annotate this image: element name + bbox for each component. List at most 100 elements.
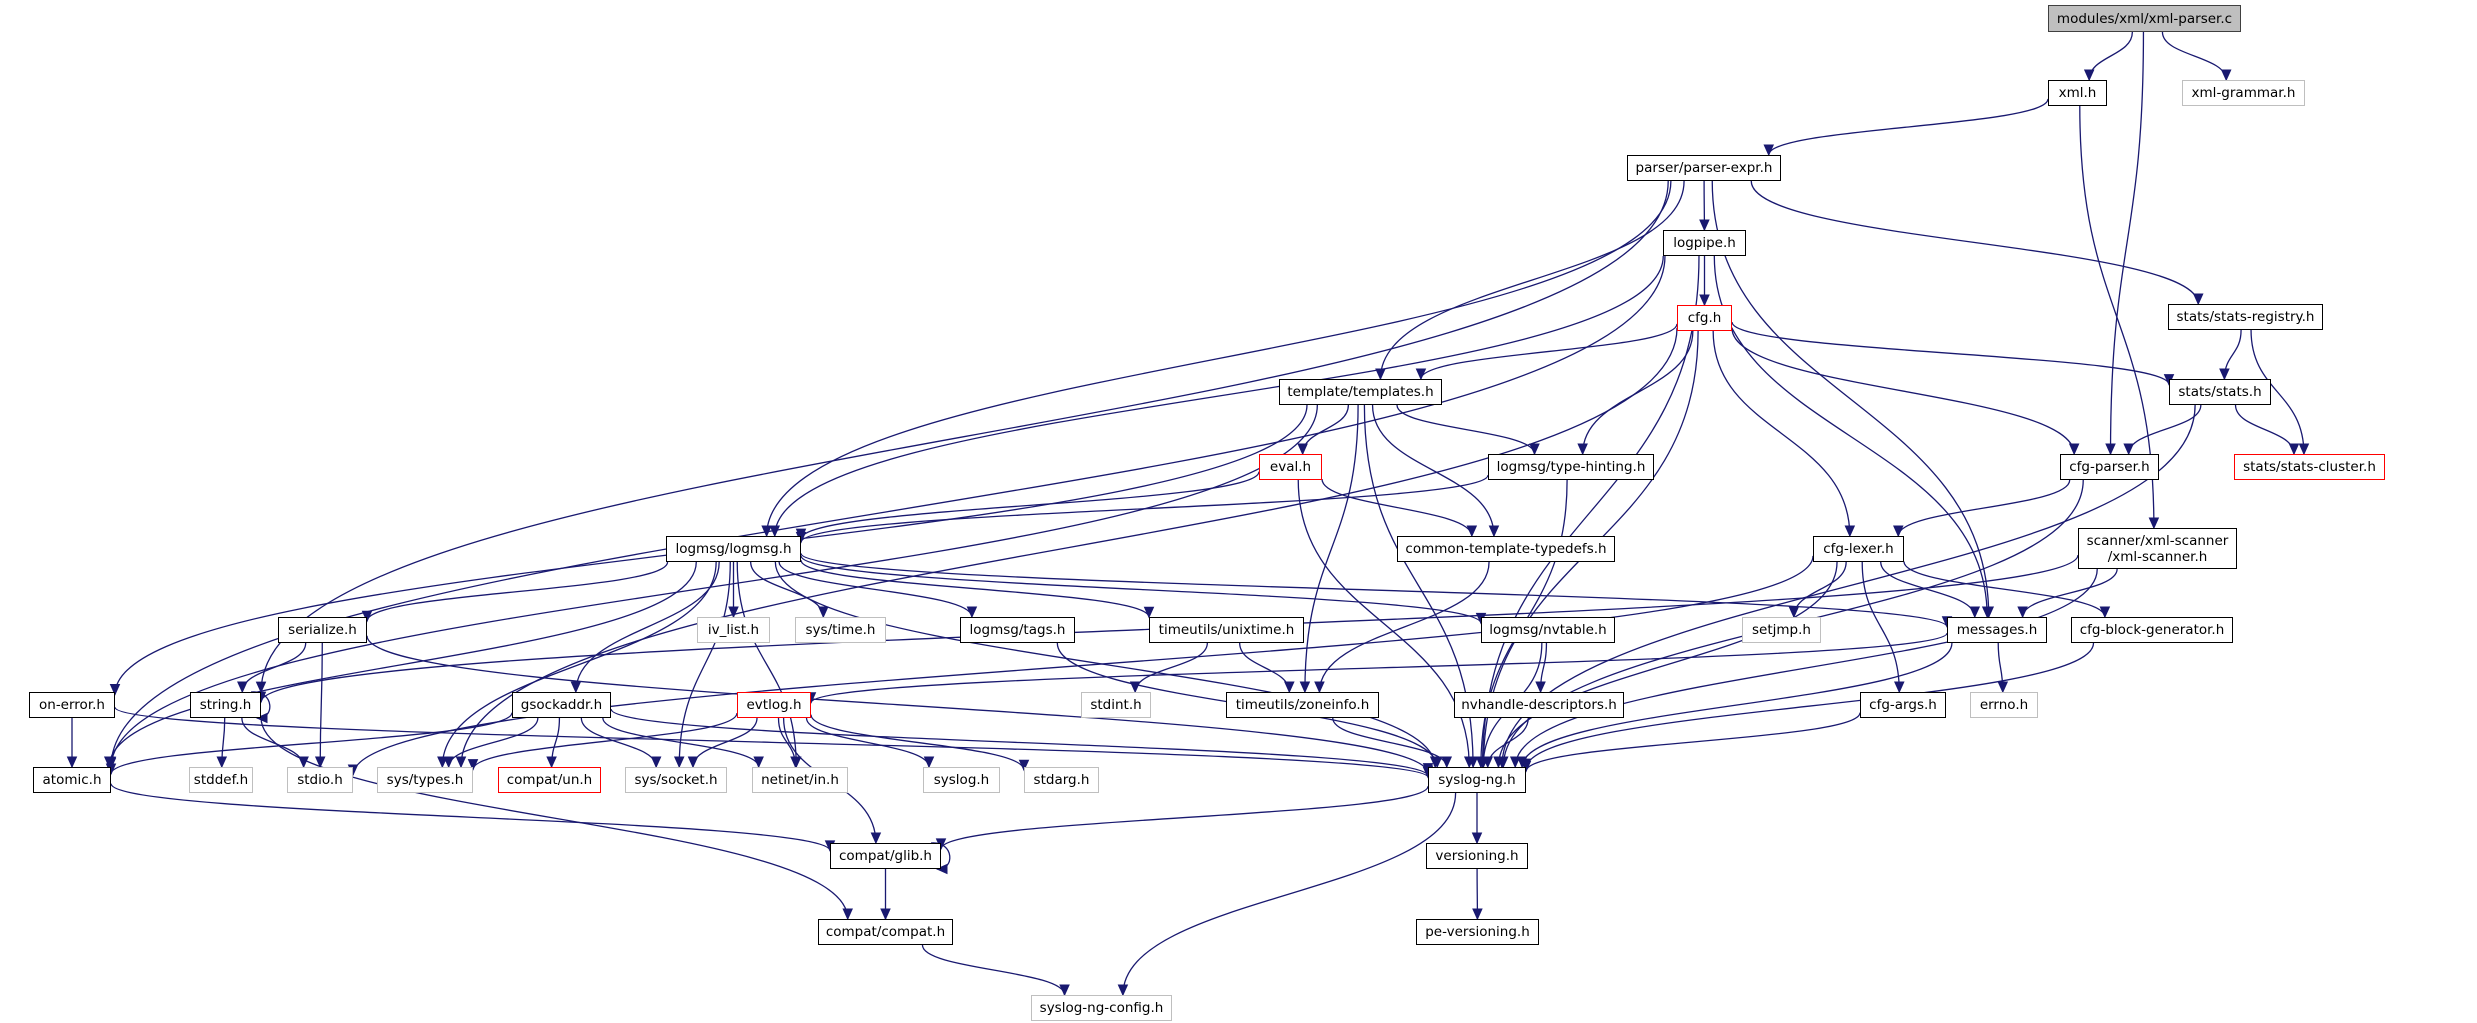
node-stats-registry[interactable]: stats/stats-registry.h [2168,304,2323,330]
edge-logpipe-to-atomic [110,255,1666,768]
node-messages[interactable]: messages.h [1947,617,2047,643]
node-cfg-h[interactable]: cfg.h [1677,305,1732,331]
arrowhead-icon [1441,756,1453,769]
node-label: stdarg.h [1033,772,1090,788]
node-nvtable[interactable]: logmsg/nvtable.h [1481,617,1615,643]
node-label: logmsg/type-hinting.h [1496,459,1646,475]
node-pe-versioning[interactable]: pe-versioning.h [1416,919,1539,945]
edge-cfg-h-to-cfg-parser [1731,328,2075,455]
node-serialize[interactable]: serialize.h [278,617,367,643]
edge-type-hinting-to-logmsg [800,474,1489,543]
edge-evtlog-to-syslog-h [805,717,930,768]
arrowhead-icon [1893,525,1904,538]
edge-xml-h-to-xml-scanner [2079,105,2155,529]
arrowhead-icon [1535,681,1546,694]
node-zoneinfo[interactable]: timeutils/zoneinfo.h [1226,692,1379,718]
arrowhead-icon [1520,760,1532,773]
arrowhead-icon [2288,443,2300,456]
node-cfg-block-gen[interactable]: cfg-block-generator.h [2071,617,2233,643]
arrowhead-icon [361,610,373,623]
edge-logmsg-to-sys-socket [678,561,731,768]
node-logmsg[interactable]: logmsg/logmsg.h [666,536,801,562]
arrowhead-icon [935,863,948,875]
node-label: stdint.h [1090,697,1142,713]
node-compat-compat[interactable]: compat/compat.h [818,919,953,945]
edge-stats-registry-to-stats-cluster [2250,329,2305,455]
edge-evtlog-to-stdarg [810,714,1025,771]
edge-templates-to-zoneinfo [1304,404,1359,693]
edge-templates-to-type-hinting [1396,404,1536,455]
edge-xml-scanner-to-syslog-ng [1514,568,2098,768]
node-label: nvhandle-descriptors.h [1461,697,1617,713]
arrowhead-icon [818,606,829,619]
node-cfg-lexer[interactable]: cfg-lexer.h [1813,536,1904,562]
edge-messages-to-evtlog [810,632,1948,704]
node-xml-h[interactable]: xml.h [2048,80,2107,106]
node-cfg-parser[interactable]: cfg-parser.h [2060,454,2159,480]
node-compat-un[interactable]: compat/un.h [498,767,601,793]
node-root[interactable]: modules/xml/xml-parser.c [2048,5,2241,32]
node-label: xml-grammar.h [2191,85,2296,101]
arrowhead-icon [1143,606,1155,619]
node-label: modules/xml/xml-parser.c [2056,10,2233,27]
node-setjmp: setjmp.h [1742,617,1821,643]
node-cfg-args[interactable]: cfg-args.h [1860,692,1946,718]
node-xml-scanner[interactable]: scanner/xml-scanner /xml-scanner.h [2078,528,2237,569]
node-label: stddef.h [193,772,249,788]
node-versioning[interactable]: versioning.h [1426,843,1528,869]
node-nvhandle[interactable]: nvhandle-descriptors.h [1454,692,1624,718]
arrowhead-icon [1981,606,1993,619]
edge-parser-expr-to-templates [1379,180,1685,380]
arrowhead-icon [1763,144,1775,157]
node-label: syslog-ng.h [1438,772,1516,788]
arrowhead-icon [1314,681,1325,694]
arrowhead-icon [2219,368,2230,381]
arrowhead-icon [1699,219,1710,232]
node-type-hinting[interactable]: logmsg/type-hinting.h [1488,454,1654,480]
arrowhead-icon [255,712,268,724]
arrowhead-icon [1297,443,1308,456]
node-ctt[interactable]: common-template-typedefs.h [1397,536,1615,562]
node-syslog-ng[interactable]: syslog-ng.h [1428,767,1526,793]
node-label: on-error.h [39,697,105,713]
node-evtlog[interactable]: evtlog.h [737,692,811,718]
node-tags[interactable]: logmsg/tags.h [960,617,1075,643]
arrowhead-icon [103,756,115,769]
node-label: string.h [199,697,252,713]
edge-cfg-lexer-to-syslog-ng [1497,561,1838,768]
node-stats-h[interactable]: stats/stats.h [2169,379,2271,405]
node-label: errno.h [1979,697,2029,713]
node-unixtime[interactable]: timeutils/unixtime.h [1149,617,1304,643]
arrowhead-icon [1472,908,1483,921]
arrowhead-icon [109,684,121,696]
node-eval-h[interactable]: eval.h [1259,454,1322,480]
arrowhead-icon [769,525,781,538]
node-label: gsockaddr.h [520,697,603,713]
node-compat-glib[interactable]: compat/glib.h [830,843,941,869]
arrowhead-icon [1509,756,1521,769]
node-stdint: stdint.h [1081,692,1151,718]
node-gsockaddr[interactable]: gsockaddr.h [512,692,611,718]
edge-unixtime-to-stdint [1134,642,1208,693]
arrowhead-icon [437,756,448,769]
node-stats-cluster[interactable]: stats/stats-cluster.h [2234,454,2385,480]
node-label: common-template-typedefs.h [1405,541,1607,557]
edge-evtlog-to-sys-socket [692,717,758,768]
edge-zoneinfo-to-syslog-ng [1332,717,1448,768]
arrowhead-icon [2298,443,2310,456]
node-iv-list: iv_list.h [697,617,770,643]
node-on-error[interactable]: on-error.h [29,692,115,718]
edge-syslog-ng-to-syslog-ng-config [1122,792,1457,996]
node-label: timeutils/zoneinfo.h [1235,697,1370,713]
node-string-h[interactable]: string.h [190,692,261,718]
edge-serialize-to-stdio [319,642,323,768]
edge-serialize-to-syslog-ng [366,635,1429,774]
edge-root-to-cfg-parser [2109,31,2145,455]
node-templates[interactable]: template/templates.h [1279,379,1442,405]
node-parser-expr[interactable]: parser/parser-expr.h [1627,155,1781,181]
arrowhead-icon [1299,681,1311,694]
arrowhead-icon [1493,756,1504,769]
node-logpipe[interactable]: logpipe.h [1663,230,1746,256]
node-atomic[interactable]: atomic.h [33,767,111,793]
arrowhead-icon [1431,756,1443,769]
